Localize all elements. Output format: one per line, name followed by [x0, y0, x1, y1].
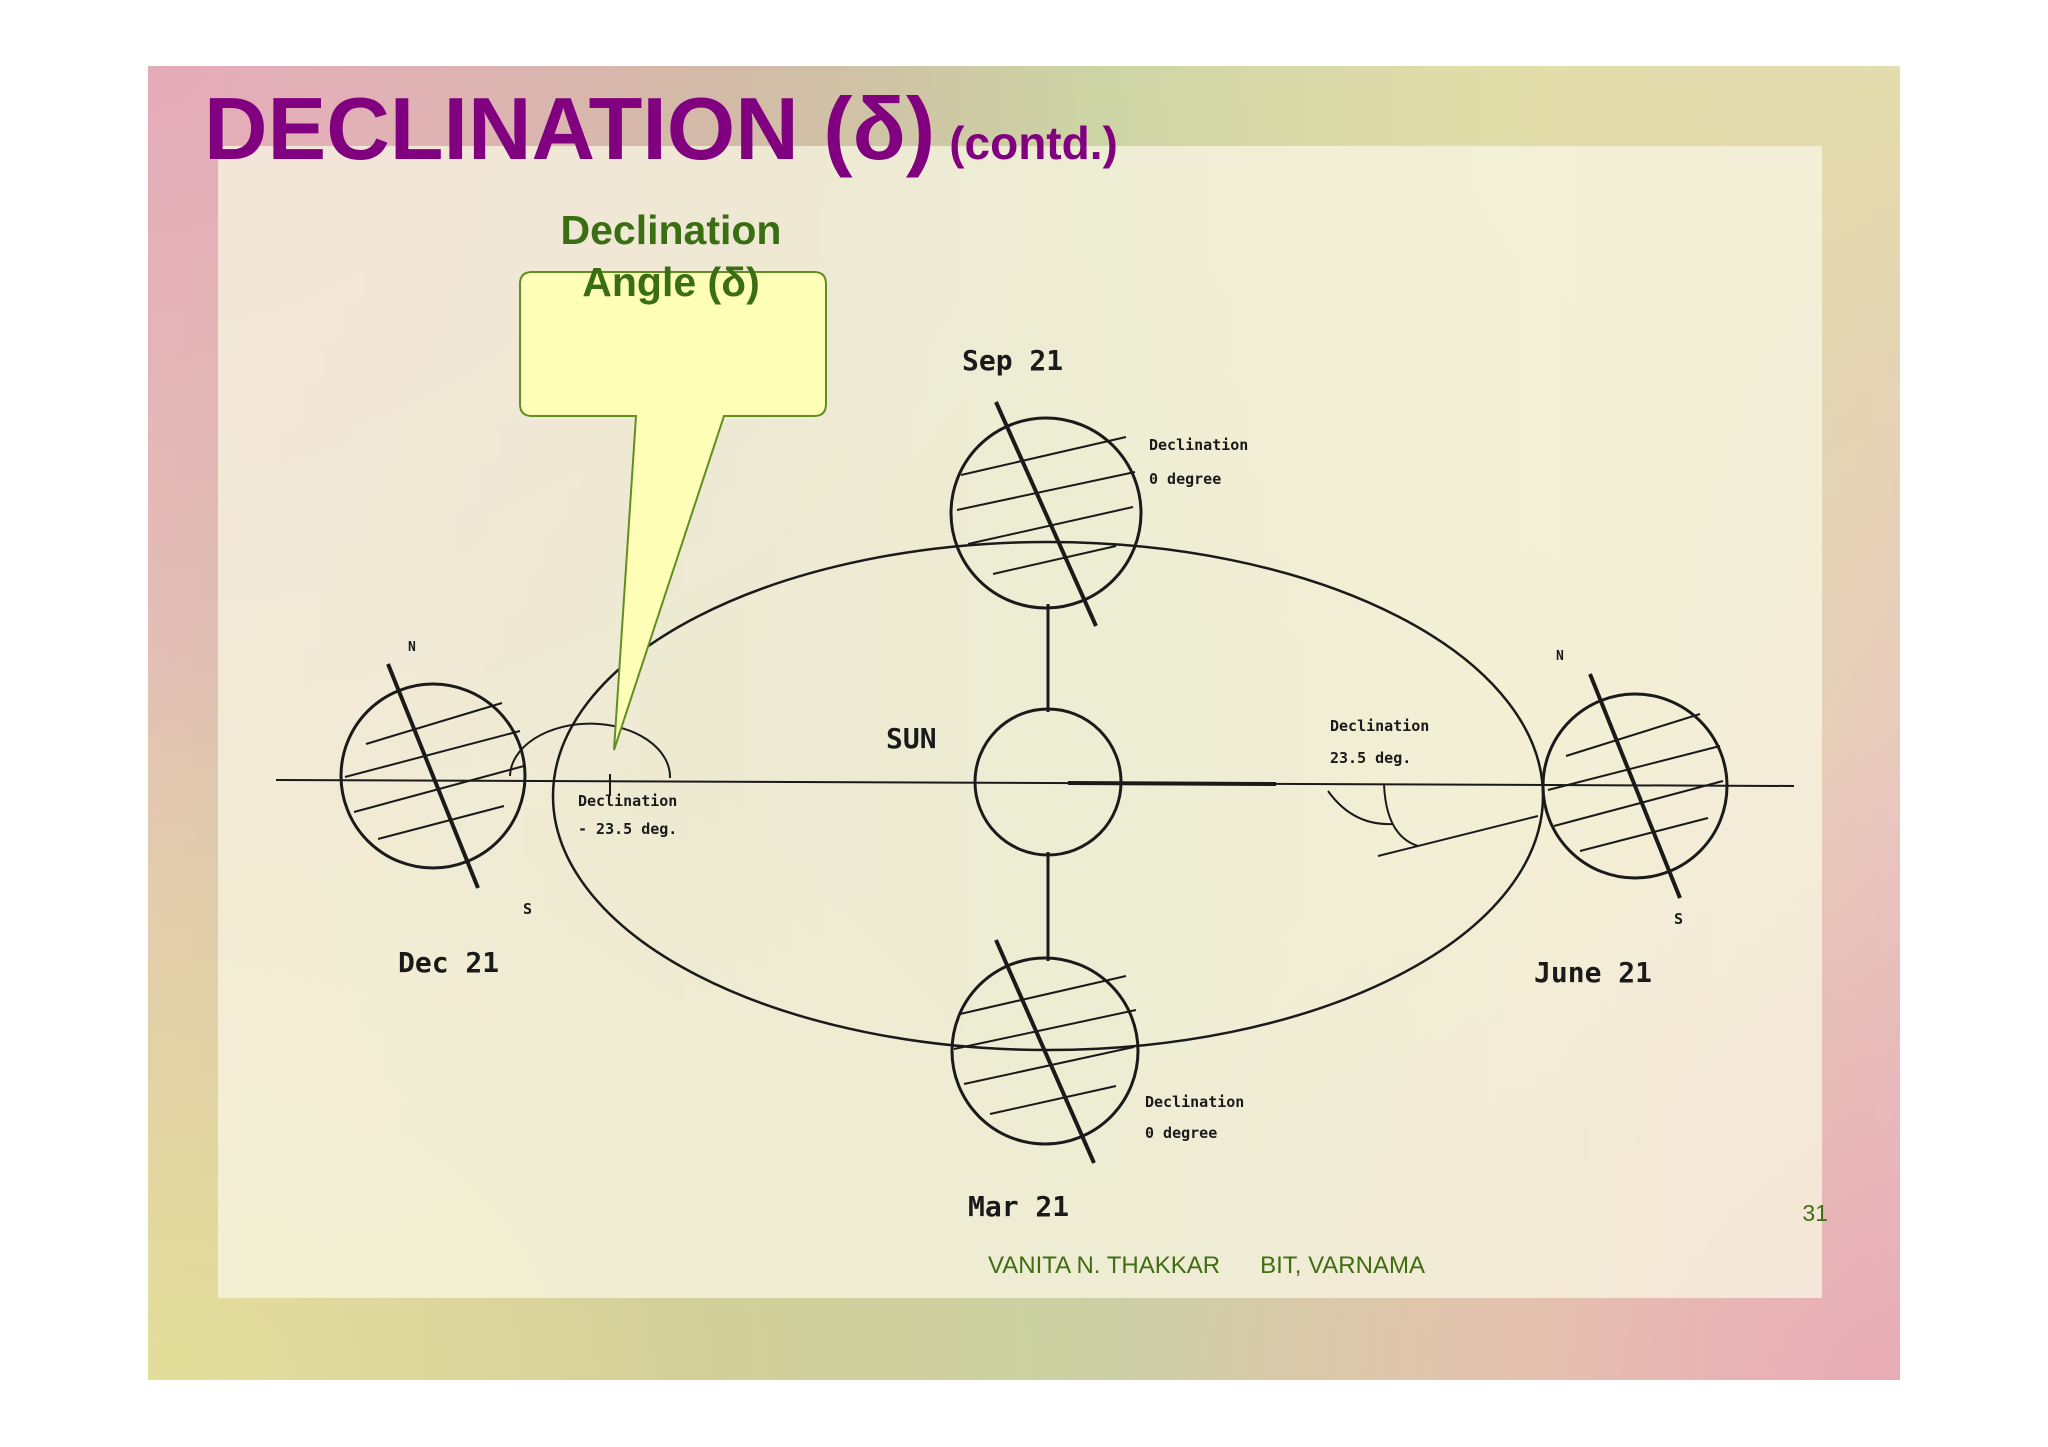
callout-line-2: Angle (δ) — [582, 259, 760, 305]
sun — [973, 707, 1123, 857]
title-main: DECLINATION (δ) — [204, 79, 936, 178]
earth-mar — [950, 939, 1140, 1164]
annot-june-1: Declination — [1330, 717, 1429, 735]
earth-sep — [949, 401, 1143, 627]
callout-bubble — [519, 271, 827, 751]
pole-n-june: N — [1556, 649, 1564, 664]
ecliptic-axis — [275, 779, 1795, 787]
slide-title: DECLINATION (δ)(contd.) — [204, 78, 1118, 180]
earth-dec — [339, 663, 672, 889]
earth-june — [1327, 673, 1729, 899]
page-number: 31 — [1802, 1200, 1828, 1226]
content-panel — [218, 146, 1822, 1298]
pole-s-june: S — [1674, 910, 1683, 928]
footer-institute: BIT, VARNAMA — [1260, 1252, 1425, 1279]
callout-line-1: Declination — [560, 207, 782, 253]
date-sep: Sep 21 — [962, 344, 1063, 377]
footer: VANITA N. THAKKAR BIT, VARNAMA — [988, 1252, 1425, 1280]
annot-mar-1: Declination — [1145, 1093, 1244, 1111]
title-suffix: (contd.) — [949, 117, 1118, 169]
footer-author: VANITA N. THAKKAR — [988, 1252, 1221, 1279]
pole-n-dec: N — [408, 640, 416, 655]
earth-orbit-diagram: SUN Sep 21 Dec 21 June 21 Mar 21 Declina… — [275, 271, 1795, 1223]
label-sun: SUN — [886, 722, 937, 755]
annot-june-2: 23.5 deg. — [1330, 749, 1411, 767]
callout-text: Declination Angle (δ) — [518, 204, 824, 308]
annot-sep-2: 0 degree — [1149, 470, 1221, 488]
date-dec: Dec 21 — [398, 946, 499, 979]
pole-s-dec: S — [523, 900, 532, 918]
annot-dec-1: Declination — [578, 792, 677, 810]
slide: DECLINATION (δ)(contd.) — [148, 66, 1900, 1380]
date-mar: Mar 21 — [968, 1190, 1069, 1223]
annot-sep-1: Declination — [1149, 436, 1248, 454]
annot-dec-2: - 23.5 deg. — [578, 820, 677, 838]
date-june: June 21 — [1534, 956, 1652, 989]
annot-mar-2: 0 degree — [1145, 1124, 1217, 1142]
